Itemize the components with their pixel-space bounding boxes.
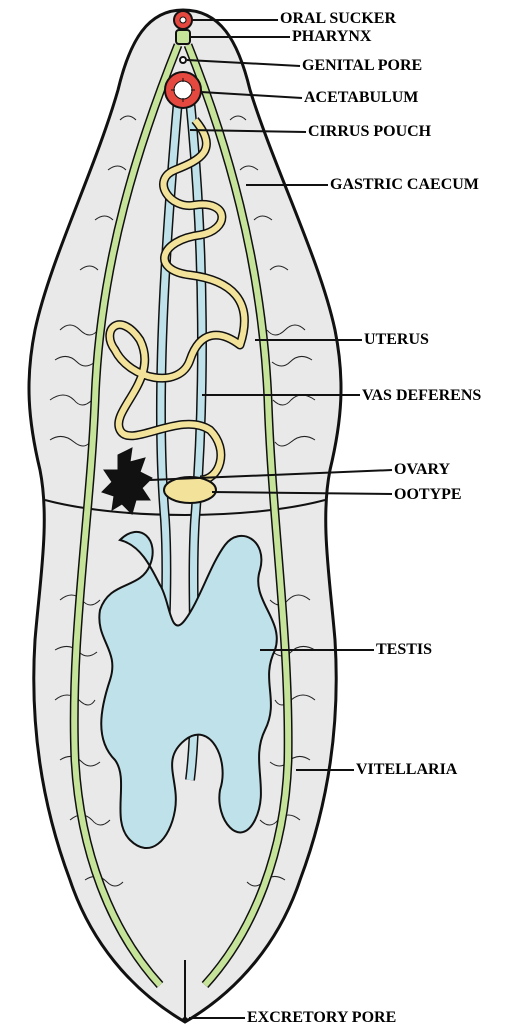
- label-oral-sucker: ORAL SUCKER: [280, 11, 396, 27]
- label-genital-pore: GENITAL PORE: [302, 58, 422, 74]
- label-gastric-caecum: GASTRIC CAECUM: [330, 177, 479, 193]
- label-cirrus-pouch: CIRRUS POUCH: [308, 124, 431, 140]
- label-testis: TESTIS: [376, 642, 432, 658]
- label-uterus: UTERUS: [364, 332, 429, 348]
- label-vas-deferens: VAS DEFERENS: [362, 388, 481, 404]
- label-pharynx: PHARYNX: [292, 29, 371, 45]
- label-ovary: OVARY: [394, 462, 450, 478]
- ootype: [164, 477, 216, 503]
- label-ootype: OOTYPE: [394, 487, 462, 503]
- pharynx: [176, 30, 190, 44]
- label-vitellaria: VITELLARIA: [356, 762, 457, 778]
- label-acetabulum: ACETABULUM: [304, 90, 418, 106]
- label-excretory-pore: EXCRETORY PORE: [247, 1010, 396, 1026]
- genital-pore: [180, 57, 186, 63]
